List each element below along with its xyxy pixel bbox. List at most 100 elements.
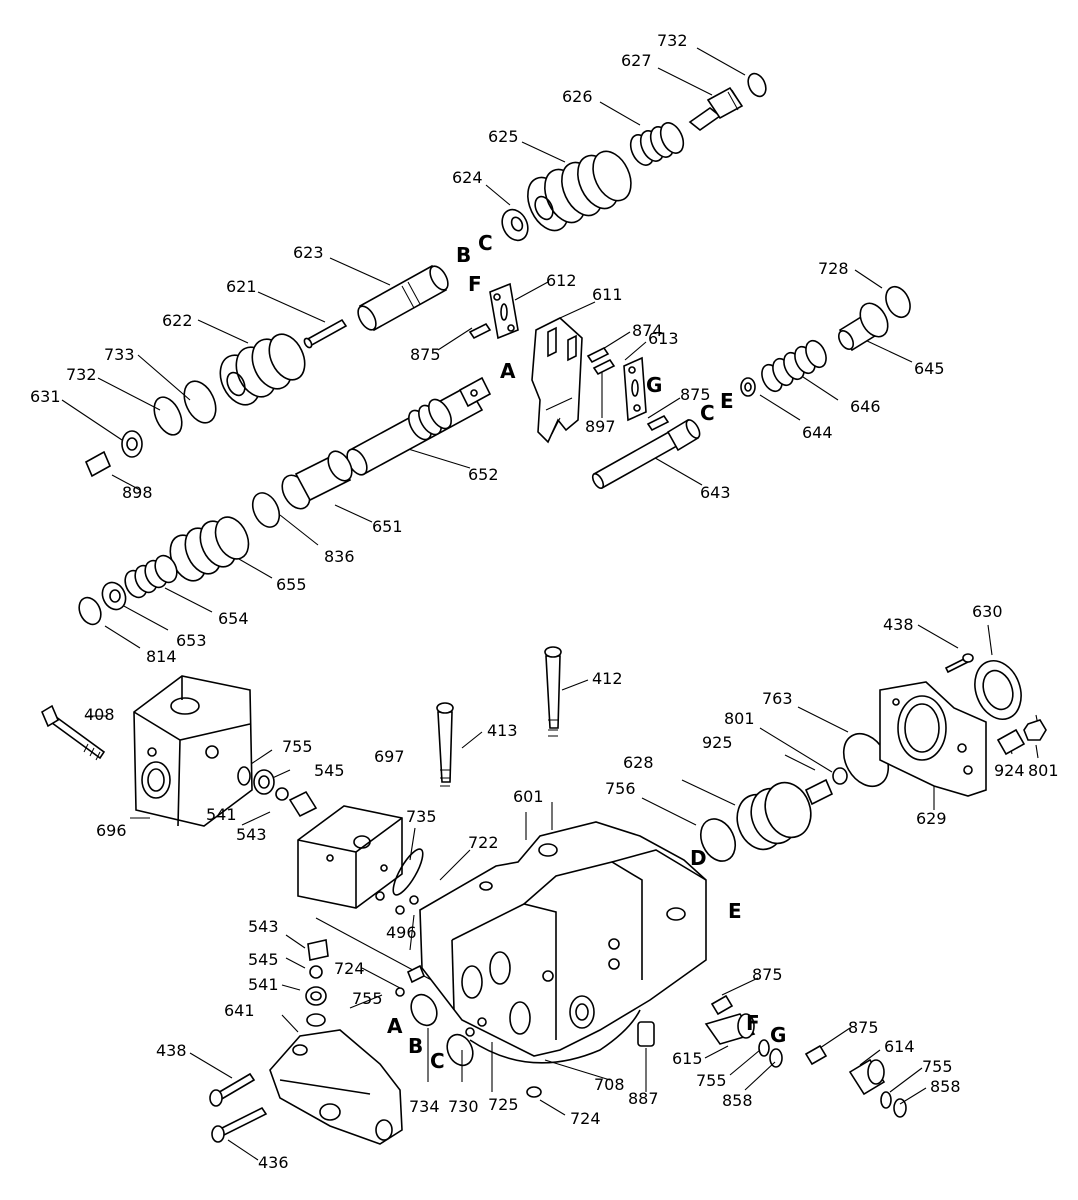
label-655: 655 (276, 575, 307, 594)
label-875-d: 875 (848, 1018, 879, 1037)
port-label-a-upper: A (500, 359, 516, 383)
label-875-c: 875 (752, 965, 783, 984)
port-label-d: D (690, 846, 707, 870)
port-label-a-body: A (387, 1014, 403, 1038)
label-733: 733 (104, 345, 135, 364)
part-541-seat-b (305, 986, 327, 1006)
label-925: 925 (702, 733, 733, 752)
label-612: 612 (546, 271, 577, 290)
label-801-b: 801 (1028, 761, 1059, 780)
port-letter-labels: B C F A G C E D E A B C F G (387, 231, 786, 1073)
port-label-c-body: C (430, 1049, 445, 1073)
label-628: 628 (623, 753, 654, 772)
part-number-labels: 732 627 626 625 624 623 612 611 621 622 … (30, 31, 1059, 1172)
part-412-bolt (544, 646, 562, 737)
label-645: 645 (914, 359, 945, 378)
label-897: 897 (585, 417, 616, 436)
part-836-snap-ring (251, 492, 281, 528)
part-925-plug (804, 778, 834, 806)
label-644: 644 (802, 423, 833, 442)
label-611: 611 (592, 285, 623, 304)
label-875-a: 875 (410, 345, 441, 364)
part-413-bolt (436, 702, 454, 787)
part-651-piston (281, 450, 353, 510)
label-898: 898 (122, 483, 153, 502)
part-543-plug-b (307, 939, 329, 961)
part-545-ball-b (309, 965, 323, 979)
part-545-ball-a (275, 787, 289, 801)
part-615-plug (704, 1013, 756, 1045)
part-696-cover (133, 675, 253, 827)
label-643: 643 (700, 483, 731, 502)
label-814: 814 (146, 647, 177, 666)
part-735-oring (392, 848, 424, 896)
port-label-c-mid: C (700, 401, 715, 425)
label-545-b: 545 (248, 950, 279, 969)
label-621: 621 (226, 277, 257, 296)
label-653: 653 (176, 631, 207, 650)
part-724-oring-b (526, 1086, 542, 1098)
part-801-nut-a (832, 767, 848, 785)
part-733-ring (183, 380, 217, 424)
part-875-pin-a (468, 322, 492, 340)
part-653-washer (101, 581, 127, 611)
part-654-spring (124, 554, 178, 599)
part-614-plug (848, 1058, 886, 1096)
part-875-pin-d (804, 1044, 828, 1066)
part-755-oring-a (237, 766, 251, 786)
label-763: 763 (762, 689, 793, 708)
part-875-pin-c (710, 994, 734, 1016)
label-728: 728 (818, 259, 849, 278)
part-631-sleeve (121, 430, 143, 458)
label-734: 734 (409, 1097, 440, 1116)
label-630: 630 (972, 602, 1003, 621)
label-438-b: 438 (156, 1041, 187, 1060)
part-541-seat-a (253, 769, 275, 795)
part-924-plug (996, 728, 1026, 756)
part-625-spring (527, 150, 632, 232)
part-887-plug (637, 1021, 655, 1047)
label-543-b: 543 (248, 917, 279, 936)
label-629: 629 (916, 809, 947, 828)
label-545-a: 545 (314, 761, 345, 780)
part-641-cover (269, 1029, 403, 1145)
label-543-a: 543 (236, 825, 267, 844)
label-858-b: 858 (930, 1077, 961, 1096)
label-801-a: 801 (724, 709, 755, 728)
part-730-oring (446, 1033, 474, 1067)
port-label-b-upper: B (456, 243, 471, 267)
label-725: 725 (488, 1095, 519, 1114)
part-697-plate (297, 805, 403, 909)
label-735: 735 (406, 807, 437, 826)
part-755-oring-b (306, 1013, 326, 1027)
label-724-a: 724 (334, 959, 365, 978)
part-644-washer (740, 377, 756, 397)
part-630-ring (974, 660, 1022, 720)
part-652-spool (346, 376, 492, 476)
label-614: 614 (884, 1037, 915, 1056)
label-755-c: 755 (696, 1071, 727, 1090)
part-814-ring (78, 596, 102, 626)
port-label-f-body: F (746, 1011, 760, 1035)
port-label-f-upper: F (468, 272, 482, 296)
label-626: 626 (562, 87, 593, 106)
part-734-oring (410, 993, 438, 1027)
label-732-top: 732 (657, 31, 688, 50)
part-629-cover (879, 681, 987, 797)
port-label-c-upper: C (478, 231, 493, 255)
part-622-spring (219, 333, 306, 406)
label-652: 652 (468, 465, 499, 484)
part-728-ring (885, 285, 911, 319)
label-874: 874 (632, 321, 663, 340)
label-541-b: 541 (248, 975, 279, 994)
label-541-a: 541 (206, 805, 237, 824)
part-628-spring (736, 781, 812, 851)
part-613-plate (623, 356, 647, 422)
label-613: 613 (648, 329, 679, 348)
label-413: 413 (487, 721, 518, 740)
part-643-rod (591, 418, 701, 490)
part-858-ring-b (893, 1098, 907, 1118)
part-623-piston (357, 264, 449, 332)
part-611-lever (531, 317, 583, 444)
